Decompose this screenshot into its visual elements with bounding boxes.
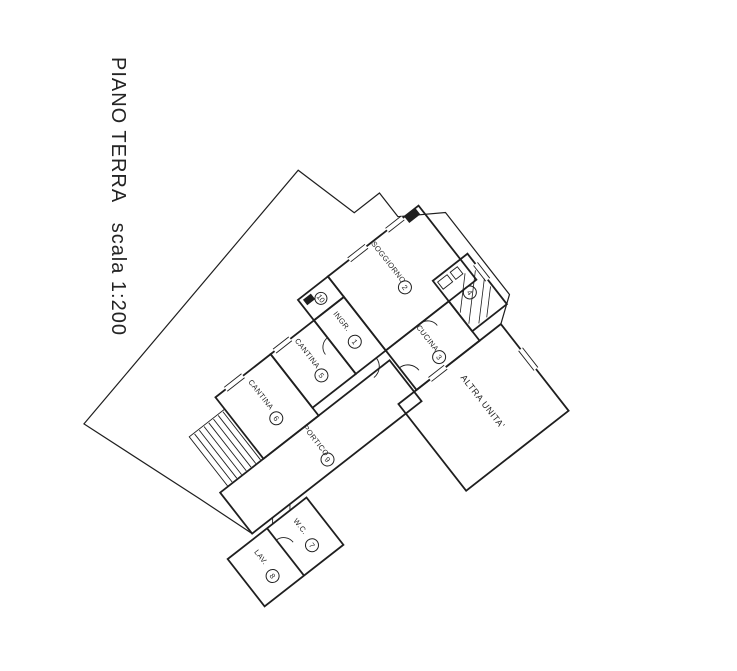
room-number-8-text: 8 (268, 572, 278, 581)
room-number-7: 7 (304, 538, 319, 553)
room-label-cucina: CUCINA (414, 323, 440, 353)
room-number-9: 9 (320, 452, 335, 467)
door-arc (276, 537, 294, 543)
window-mark (223, 373, 245, 392)
plan-title-main: PIANO TERRA (107, 57, 129, 203)
room-number-2: 2 (397, 280, 412, 295)
annex-divider-wall (266, 527, 305, 577)
other-unit-label: ALTRA UNITA' (459, 373, 507, 431)
bath-hatch (459, 270, 491, 324)
door-arc (373, 357, 380, 378)
room-number-6-text: 6 (271, 414, 281, 423)
room-number-2-text: 2 (400, 283, 410, 292)
room-label-cantina-6: CANTINA (246, 378, 275, 412)
window-mark (473, 262, 491, 282)
room-number-8: 8 (265, 569, 280, 584)
room-number-3-text: 3 (434, 353, 444, 362)
room-label-soggiorno: SOGGIORNO (369, 239, 407, 284)
window-mark (428, 364, 448, 382)
masonry-blob (404, 208, 421, 224)
room-label-wc: W.C. (291, 517, 309, 537)
room-number-5-text: 5 (316, 371, 326, 380)
room-number-1-text: 1 (350, 337, 360, 346)
plan-title-scale: scala 1:200 (107, 223, 129, 336)
room-label-ingresso: INGR. (331, 310, 352, 334)
window-mark (272, 336, 293, 354)
window-mark (518, 347, 539, 371)
stair-treads (194, 411, 261, 483)
room-number-7-text: 7 (307, 541, 317, 550)
room-label-lav: LAV. (252, 548, 269, 567)
room-number-3: 3 (432, 350, 447, 365)
room-number-5: 5 (314, 368, 329, 383)
door-arc (420, 320, 438, 326)
room-number-6: 6 (269, 411, 284, 426)
door-arcs (276, 320, 438, 543)
room-number-1: 1 (347, 334, 362, 349)
masonry-blob (302, 293, 316, 306)
window-mark (385, 215, 405, 233)
room-number-4: 4 (462, 285, 477, 300)
bath-fixture (436, 274, 454, 290)
room-number-9-text: 9 (323, 455, 333, 464)
bath-fixture (449, 266, 464, 280)
plan-title: PIANO TERRA scala 1:200 (107, 57, 129, 336)
room-number-4-text: 4 (465, 288, 475, 297)
room-label-cantina-5: CANTINA (293, 337, 322, 371)
door-arc (399, 364, 420, 371)
annex-connector (272, 504, 291, 524)
window-mark (347, 243, 369, 263)
room-number-10: 10 (314, 291, 328, 305)
door-arc (322, 337, 328, 355)
